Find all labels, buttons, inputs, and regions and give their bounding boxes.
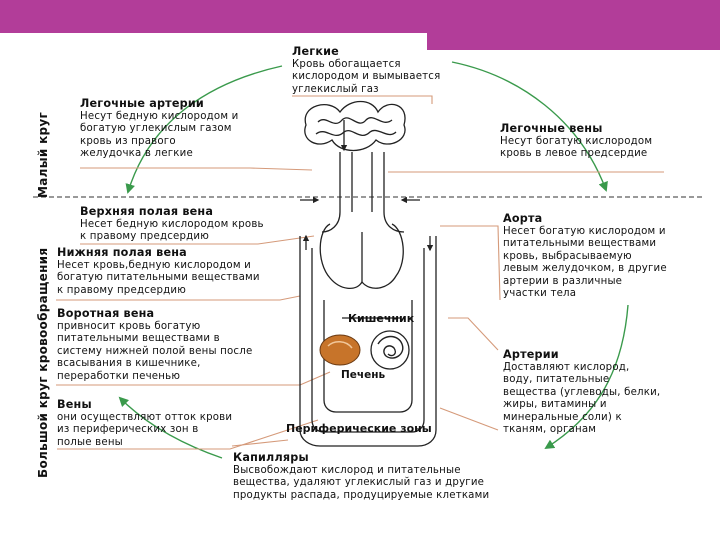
pulmonary-veins-line: кровь в левое предсердие bbox=[500, 148, 648, 160]
intestine-coils bbox=[377, 335, 404, 359]
large-circle-caption: Большой круг кровообращения bbox=[36, 247, 50, 478]
superior-vena-cava-line: Несет бедную кислородом кровь bbox=[80, 219, 264, 230]
liver-highlight bbox=[327, 341, 353, 349]
pulmonary-veins-title: Легочные вены bbox=[500, 122, 603, 135]
intestine-label: Кишечник bbox=[348, 312, 415, 325]
superior-vena-cava-block: Верхняя полая вена Несет бедную кислород… bbox=[80, 205, 264, 244]
superior-vena-cava-line: к правому предсердию bbox=[80, 231, 209, 243]
arrow-arc-top-left bbox=[125, 65, 283, 194]
pulmonary-arteries-block: Легочные артерии Несут бедную кислородом… bbox=[80, 97, 238, 161]
arrow-arc-top-right bbox=[451, 61, 608, 192]
inferior-vena-cava-line: Несет кровь,бедную кислородом и bbox=[57, 260, 252, 271]
arteries-line: Доставляют кислород, bbox=[503, 362, 630, 373]
arteries-line: воду, питательные bbox=[503, 374, 610, 386]
pulmonary-arteries-line: Несут бедную кислородом и bbox=[80, 111, 239, 122]
arrow-arc-bottom-right bbox=[544, 304, 629, 450]
aorta-line: Несет богатую кислородом и bbox=[503, 226, 666, 237]
lungs-block: Легкие Кровь обогащается кислородом и вы… bbox=[292, 45, 440, 96]
portal-vein-line: переработки печенью bbox=[57, 370, 181, 382]
inferior-vena-cava-block: Нижняя полая вена Несет кровь,бедную кис… bbox=[57, 246, 260, 297]
aorta-block: Аорта Несет богатую кислородом и питател… bbox=[503, 212, 667, 300]
inferior-vena-cava-title: Нижняя полая вена bbox=[57, 246, 187, 259]
portal-vein-line: привносит кровь богатую bbox=[57, 321, 201, 332]
circulation-arrows bbox=[118, 61, 629, 459]
portal-vein-title: Воротная вена bbox=[57, 307, 155, 320]
small-circle-caption: Малый круг bbox=[36, 111, 50, 198]
pulmonary-arteries-title: Легочные артерии bbox=[80, 97, 204, 110]
arteries-line: тканям, органам bbox=[503, 424, 597, 436]
aorta-line: участки тела bbox=[503, 288, 577, 300]
veins-line: полые вены bbox=[57, 436, 123, 448]
veins-line: из периферических зон в bbox=[57, 424, 199, 436]
capillaries-block: Капилляры Высвобождают кислород и питате… bbox=[233, 451, 489, 502]
aorta-line: артерии в различные bbox=[503, 275, 623, 287]
superior-vena-cava-title: Верхняя полая вена bbox=[80, 205, 214, 218]
pulmonary-arteries-line: богатую углекислым газом bbox=[80, 123, 232, 135]
portal-vein-line: всасывания в кишечнике, bbox=[57, 358, 201, 370]
arteries-title: Артерии bbox=[503, 348, 559, 361]
liver-shape bbox=[319, 334, 361, 366]
pulmonary-veins-block: Легочные вены Несут богатую кислородом к… bbox=[500, 122, 652, 161]
veins-line: они осуществляют отток крови bbox=[57, 412, 233, 423]
pulmonary-arteries-line: кровь из правого bbox=[80, 135, 176, 147]
arteries-block: Артерии Доставляют кислород, воду, питат… bbox=[503, 348, 660, 436]
portal-vein-line: систему нижней полой вены после bbox=[57, 345, 253, 357]
aorta-line: питательными веществами bbox=[503, 238, 657, 250]
title-bar-tab bbox=[427, 33, 720, 50]
lungs-line: Кровь обогащается bbox=[292, 59, 401, 70]
portal-vein-block: Воротная вена привносит кровь богатую пи… bbox=[57, 307, 252, 383]
pulmonary-arteries-line: желудочка в легкие bbox=[80, 148, 193, 160]
capillaries-line: вещества, удаляют углекислый газ и други… bbox=[233, 477, 485, 489]
arrow-arc-bottom-left bbox=[118, 396, 223, 459]
aorta-line: кровь, выбрасываемую bbox=[503, 250, 632, 262]
lungs-line: углекислый газ bbox=[292, 83, 379, 95]
veins-block: Вены они осуществляют отток крови из пер… bbox=[57, 398, 232, 449]
pulmonary-veins-line: Несут богатую кислородом bbox=[500, 136, 653, 147]
lungs-title: Легкие bbox=[292, 45, 339, 58]
arteries-line: минеральные соли) к bbox=[503, 411, 622, 423]
aorta-title: Аорта bbox=[503, 212, 543, 225]
lungs-line: кислородом и вымывается bbox=[292, 71, 441, 83]
periphery-label: Периферические зоны bbox=[286, 422, 432, 435]
veins-title: Вены bbox=[57, 398, 92, 411]
inferior-vena-cava-line: богатую питательными веществами bbox=[57, 272, 260, 284]
capillaries-line: Высвобождают кислород и питательные bbox=[233, 465, 461, 476]
aorta-line: левым желудочком, в другие bbox=[503, 263, 667, 275]
portal-vein-line: питательными веществами в bbox=[57, 333, 220, 345]
arteries-line: вещества (углеводы, белки, bbox=[503, 386, 661, 398]
arteries-line: жиры, витамины и bbox=[503, 399, 607, 411]
liver-label: Печень bbox=[341, 369, 386, 381]
leader-lines bbox=[56, 95, 664, 450]
capillaries-title: Капилляры bbox=[233, 451, 309, 464]
title-bar bbox=[0, 0, 720, 33]
capillaries-line: продукты распада, продуцируемые клетками bbox=[233, 489, 490, 501]
vessel-system bbox=[299, 100, 437, 447]
inferior-vena-cava-line: к правому предсердию bbox=[57, 284, 186, 296]
